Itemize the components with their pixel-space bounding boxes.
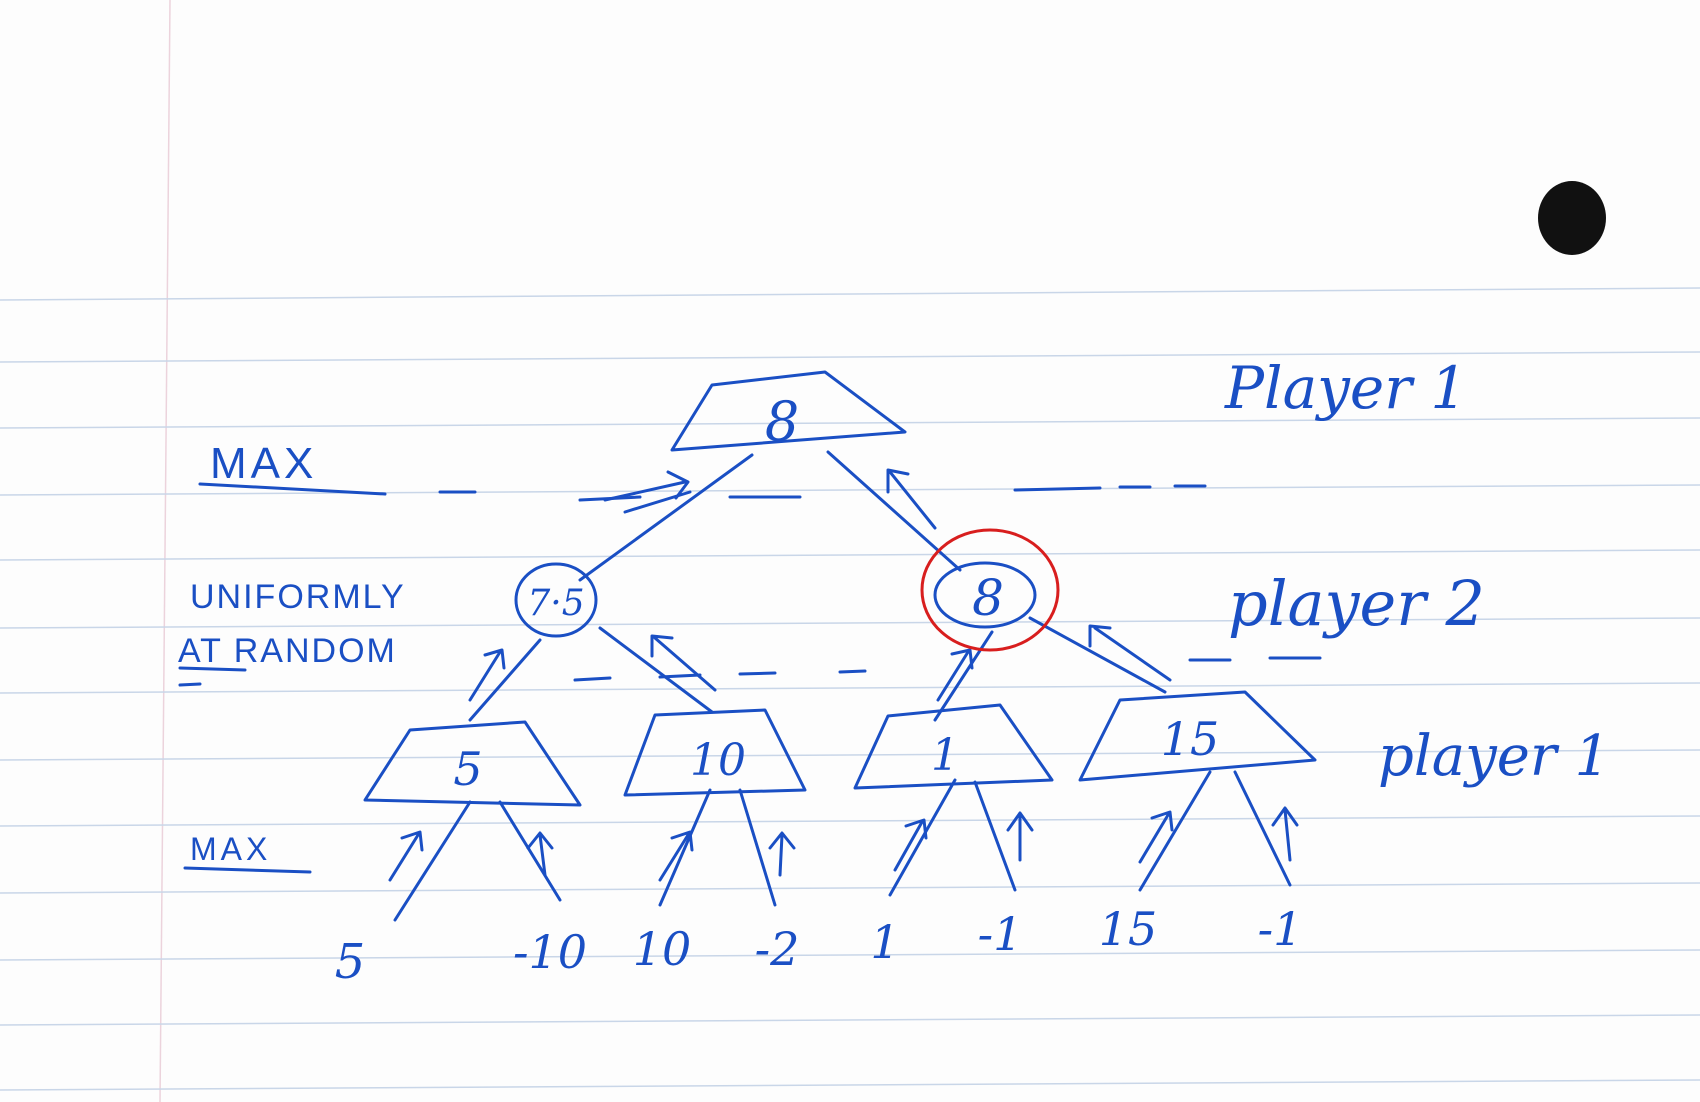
chance-node-right: 8 — [920, 528, 1060, 652]
max-node-2: 10 — [623, 708, 807, 797]
leaf-8: -1 — [1258, 902, 1303, 956]
edge-max-2-leaf-3 — [658, 788, 712, 907]
leaf-7: 15 — [1099, 902, 1158, 956]
root-value: 8 — [765, 390, 799, 453]
edge-root-chance-left — [578, 453, 754, 582]
player-bottom: player 1 — [1378, 724, 1610, 789]
chance-right-value: 8 — [972, 569, 1004, 627]
hole-punch-icon — [1538, 181, 1606, 255]
player-middle: player 2 — [1228, 567, 1485, 640]
edge-chance-right-max-4 — [1028, 616, 1167, 694]
edge-chance-left-max-1 — [468, 638, 542, 722]
label-chance-line-2: AT RANDOM — [178, 632, 397, 670]
root-max-node: 8 — [670, 370, 907, 453]
leaf-2: -10 — [513, 925, 587, 979]
max-2-value: 10 — [690, 735, 746, 786]
edge-max-1-leaf-2 — [498, 800, 562, 902]
leaf-6: -1 — [978, 907, 1023, 961]
level-labels: MAX UNIFORMLY AT RANDOM MAX — [178, 439, 406, 874]
player-top: Player 1 — [1224, 354, 1467, 422]
edge-max-4-leaf-8 — [1233, 770, 1292, 887]
leaf-4: -2 — [755, 922, 800, 976]
edge-max-2-leaf-4 — [738, 788, 777, 907]
edge-chance-left-max-2 — [598, 626, 714, 714]
edge-max-1-leaf-1 — [393, 800, 472, 922]
chance-left-value: 7·5 — [527, 583, 584, 624]
player-labels: Player 1 player 2 player 1 — [1224, 354, 1610, 789]
max-1-value: 5 — [453, 742, 482, 796]
chance-node-left: 7·5 — [514, 562, 598, 638]
label-max-top: MAX — [210, 439, 317, 488]
leaf-3: 10 — [633, 922, 692, 976]
label-max-bottom: MAX — [190, 831, 271, 867]
edge-max-3-leaf-5 — [888, 778, 957, 897]
max-node-1: 5 — [363, 720, 582, 807]
level-dashes — [178, 484, 1322, 687]
max-3-value: 1 — [931, 730, 959, 781]
max-node-4: 15 — [1078, 690, 1317, 782]
max-4-value: 15 — [1161, 712, 1220, 766]
label-chance-line-1: UNIFORMLY — [190, 578, 406, 616]
tree-edges — [393, 450, 1292, 922]
edge-chance-right-max-3 — [933, 630, 994, 722]
edge-max-3-leaf-6 — [973, 780, 1017, 892]
leaf-5: 1 — [870, 915, 899, 969]
propagation-arrows — [388, 468, 1299, 882]
leaf-values: 5 -10 10 -2 1 -1 15 -1 — [335, 902, 1303, 990]
max-node-3: 1 — [853, 703, 1054, 790]
leaf-1: 5 — [335, 934, 366, 990]
highlight-circle — [920, 528, 1060, 652]
edge-max-4-leaf-7 — [1138, 770, 1212, 892]
